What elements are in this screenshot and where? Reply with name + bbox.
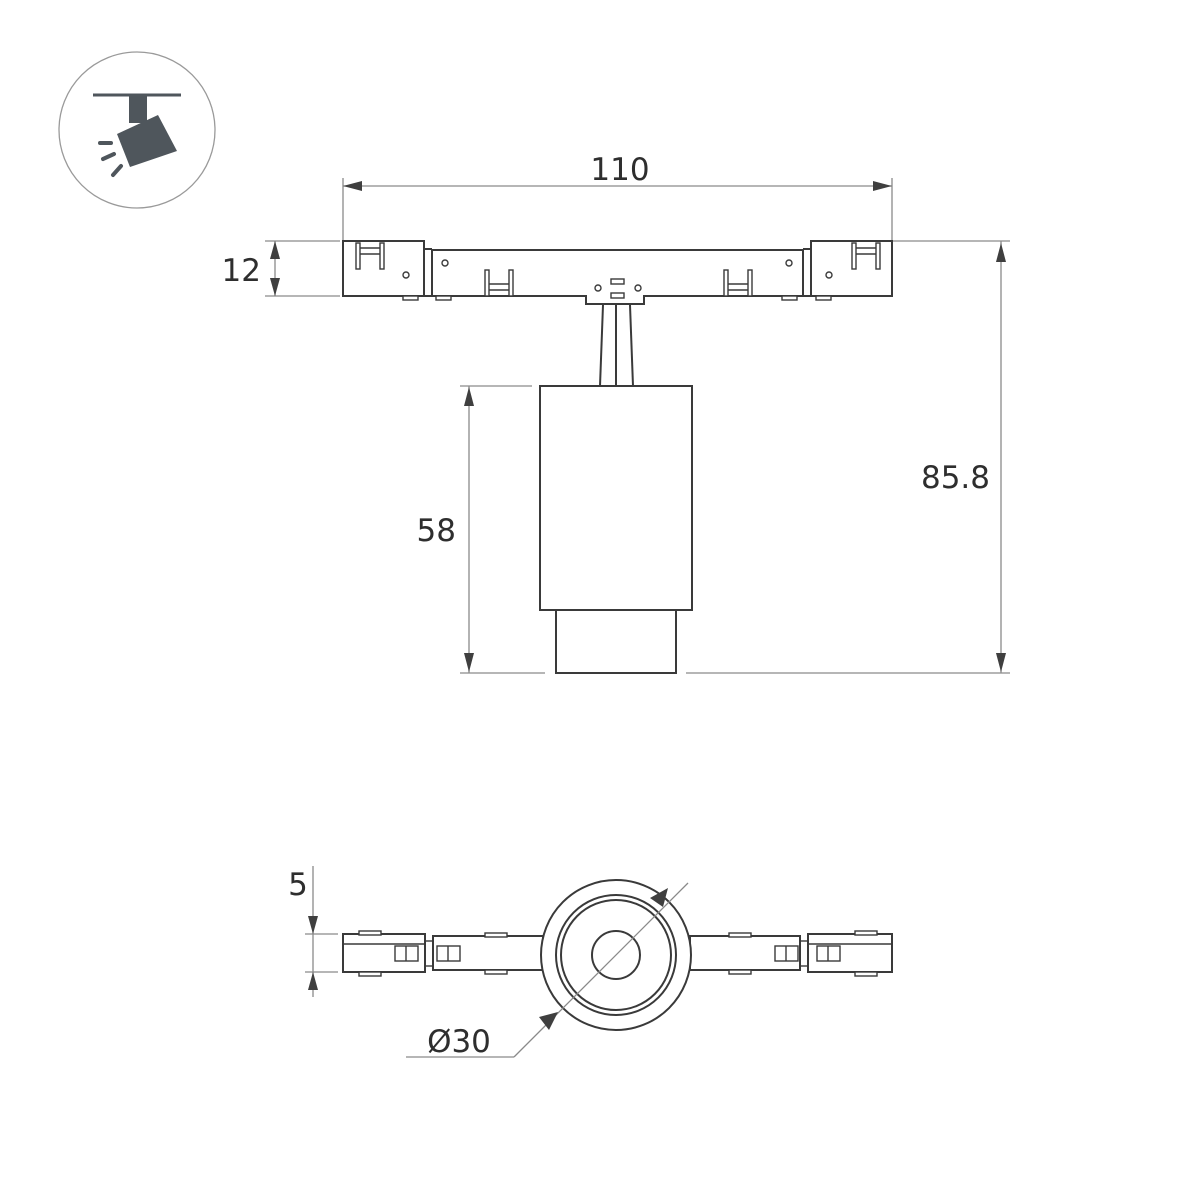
dimension-body-height: 58 bbox=[417, 385, 545, 674]
arrow-right bbox=[873, 181, 892, 191]
clip-leg bbox=[355, 242, 361, 270]
contact-tab bbox=[815, 295, 832, 301]
arrow-bottom-left bbox=[539, 1012, 558, 1030]
icon-ray-3 bbox=[111, 164, 123, 177]
bottom-right-connector bbox=[807, 930, 893, 977]
arrow-bottom bbox=[308, 972, 318, 990]
contact-tab bbox=[358, 971, 382, 977]
contact-tab bbox=[854, 930, 878, 936]
connector-body bbox=[807, 933, 893, 973]
stem-line bbox=[629, 304, 634, 387]
dimension-overall-height: 85.8 bbox=[686, 240, 1010, 674]
dimension-label-overall-height: 85.8 bbox=[921, 460, 990, 496]
clip-leg bbox=[747, 269, 753, 297]
diameter-leader bbox=[513, 882, 689, 1058]
dimension-label-adapter-height: 12 bbox=[222, 253, 261, 289]
arrow-bottom bbox=[464, 653, 474, 672]
left-end-connector bbox=[342, 240, 433, 301]
bottom-right-arm bbox=[689, 932, 809, 975]
clip-leg bbox=[379, 242, 385, 270]
mount-slot bbox=[610, 292, 625, 299]
contact-tab bbox=[781, 295, 798, 301]
arrow-top bbox=[996, 243, 1006, 262]
screw-hole bbox=[594, 284, 602, 292]
icon-ray-2 bbox=[101, 152, 116, 161]
arrow-left bbox=[343, 181, 362, 191]
bezel-circle-outer bbox=[555, 894, 677, 1016]
front-view: 110 12 85.8 58 bbox=[222, 152, 1010, 674]
bottom-view: 5 bbox=[288, 866, 893, 1060]
hinge-link bbox=[799, 940, 809, 967]
contact-tab bbox=[358, 930, 382, 936]
contact-tab bbox=[435, 295, 452, 301]
stem-line bbox=[599, 304, 604, 387]
arrow-top bbox=[464, 387, 474, 406]
icon-lamp-head bbox=[117, 115, 177, 167]
mount-slot bbox=[610, 278, 625, 285]
contact-tab bbox=[484, 932, 508, 938]
stem bbox=[599, 304, 634, 387]
contact-tab bbox=[484, 969, 508, 975]
arm-body bbox=[689, 935, 801, 971]
screw-hole bbox=[634, 284, 642, 292]
lamp-body bbox=[539, 385, 693, 611]
track-spotlight-icon bbox=[58, 51, 216, 209]
dimension-label-width: 110 bbox=[590, 152, 649, 188]
lens-circle bbox=[591, 930, 641, 980]
dimension-label-body-height: 58 bbox=[417, 513, 456, 549]
arrow-top-right bbox=[650, 888, 668, 907]
contact-tab bbox=[854, 971, 878, 977]
rail-outline bbox=[432, 249, 804, 305]
screw-hole bbox=[402, 271, 410, 279]
clip-leg bbox=[851, 242, 857, 270]
connector-body bbox=[342, 240, 425, 297]
connector-body bbox=[342, 933, 426, 973]
dimension-label-thickness: 5 bbox=[288, 867, 308, 903]
screw-hole bbox=[785, 259, 793, 267]
arrow-bottom bbox=[270, 278, 280, 296]
screw-hole bbox=[441, 259, 449, 267]
arrow-top bbox=[308, 916, 318, 934]
clip-leg bbox=[484, 269, 490, 297]
arrow-top bbox=[270, 241, 280, 259]
icon-stem bbox=[129, 95, 147, 123]
clip-leg bbox=[875, 242, 881, 270]
dimension-adapter-thickness: 5 bbox=[288, 866, 338, 997]
lamp-bezel bbox=[555, 609, 677, 674]
arrow-bottom bbox=[996, 653, 1006, 672]
hinge-link bbox=[424, 940, 434, 967]
clip-leg bbox=[723, 269, 729, 297]
dimension-adapter-height: 12 bbox=[222, 240, 340, 297]
center-rail bbox=[432, 249, 804, 305]
contact-tab bbox=[728, 932, 752, 938]
connector-body bbox=[810, 240, 893, 297]
contact-tab bbox=[728, 969, 752, 975]
screw-hole bbox=[825, 271, 833, 279]
contact-tab bbox=[402, 295, 419, 301]
bezel-circle-inner bbox=[560, 899, 672, 1011]
clip-leg bbox=[508, 269, 514, 297]
right-end-connector bbox=[803, 240, 893, 301]
arm-body bbox=[432, 935, 544, 971]
dimension-label-diameter: Ø30 bbox=[427, 1024, 491, 1060]
bottom-left-arm bbox=[432, 932, 544, 975]
dimension-overall-width: 110 bbox=[342, 152, 893, 240]
dimension-diameter: Ø30 bbox=[406, 882, 689, 1060]
bottom-left-connector bbox=[342, 930, 434, 977]
